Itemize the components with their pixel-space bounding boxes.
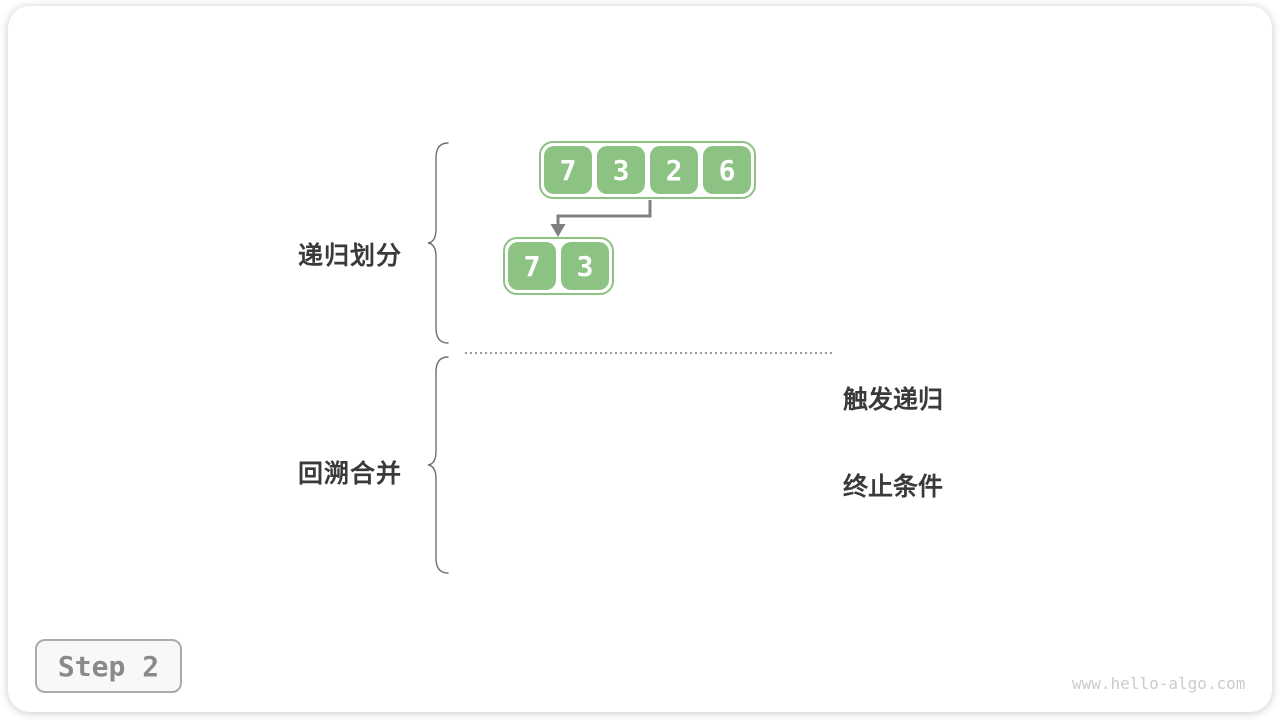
step-badge: Step 2	[35, 639, 182, 693]
phase-label-merge: 回溯合并	[297, 460, 402, 488]
termination-annotation-line2: 终止条件	[843, 473, 944, 501]
divide-arrow-icon	[550, 200, 652, 237]
array-cell: 7	[544, 146, 592, 194]
array-cell: 3	[597, 146, 645, 194]
array-level-1: 7 3 2 6	[539, 141, 756, 199]
divide-brace-icon	[427, 142, 449, 344]
array-cell: 2	[650, 146, 698, 194]
phase-label-divide: 递归划分	[297, 242, 402, 270]
array-cell: 7	[508, 242, 556, 290]
termination-annotation-line1: 触发递归	[843, 386, 944, 414]
array-level-2: 7 3	[503, 237, 614, 295]
termination-dotted-line	[465, 352, 833, 354]
array-cell: 3	[561, 242, 609, 290]
watermark-text: www.hello-algo.com	[1072, 674, 1246, 693]
merge-brace-icon	[427, 356, 449, 574]
figure-card	[8, 6, 1272, 712]
termination-annotation: 触发递归 终止条件	[843, 328, 943, 560]
array-cell: 6	[703, 146, 751, 194]
